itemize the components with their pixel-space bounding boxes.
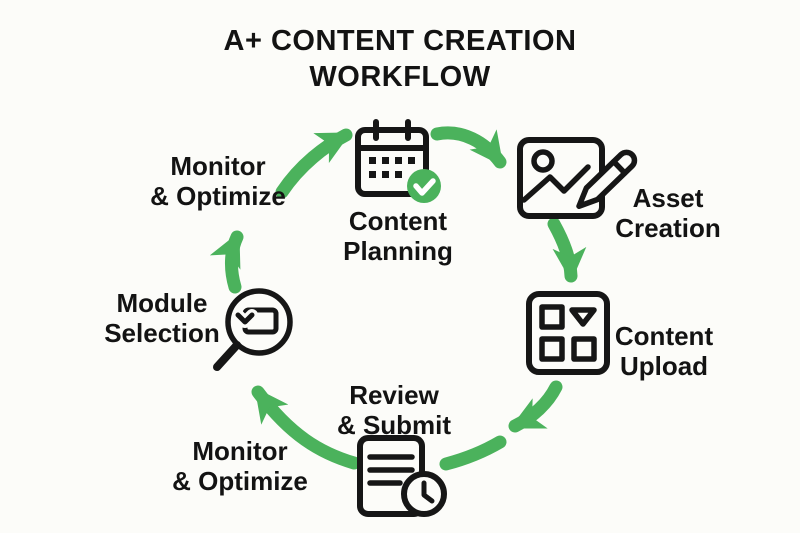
step-label-line: & Optimize (172, 465, 308, 496)
arrow-module-to-monitor-top (209, 230, 244, 294)
arrow-monitor-top-to-planning (275, 128, 353, 199)
page-title: A+ CONTENT CREATION WORKFLOW (0, 24, 800, 96)
calendar-check-icon (355, 119, 441, 203)
step-label-line: Asset (632, 183, 704, 213)
step-label-line: Review (349, 380, 439, 410)
arrow-monitor-bottom-to-module (251, 385, 361, 470)
image-pencil-icon (517, 137, 638, 219)
step-label-monitor-optimize-bottom: Monitor & Optimize (172, 436, 308, 497)
step-label-module-selection: Module Selection (104, 288, 220, 349)
arrow-planning-to-asset (430, 126, 507, 169)
check-badge (407, 169, 441, 203)
step-label-asset-creation: Asset Creation (615, 183, 721, 244)
document-clock-icon (357, 435, 447, 517)
modules-grid-icon (526, 291, 610, 375)
step-label-monitor-optimize-top: Monitor & Optimize (150, 151, 286, 212)
step-label-line: Content (348, 206, 448, 236)
step-label-line: Selection (104, 317, 220, 348)
magnifier-module-icon (213, 288, 293, 371)
step-label-line: Module (116, 288, 208, 318)
arrow-asset-to-upload (547, 217, 587, 283)
step-label-line: Content (614, 321, 714, 351)
step-label-line: Creation (615, 212, 721, 243)
step-label-line: & Optimize (150, 180, 286, 211)
arc-review-connector (439, 435, 507, 471)
step-label-review-submit: Review & Submit (336, 380, 452, 441)
step-label-line: Monitor (192, 436, 288, 466)
step-label-line: Monitor (170, 151, 266, 181)
chevron-down-icon (235, 312, 255, 325)
page-title-line2: WORKFLOW (309, 60, 491, 93)
page-title-line1: A+ CONTENT CREATION (223, 25, 577, 57)
step-label-content-planning: Content Planning (343, 206, 453, 267)
arrow-upload-to-review (508, 380, 563, 433)
step-label-line: Planning (343, 235, 453, 266)
step-label-line: Upload (619, 350, 709, 381)
check-mark (413, 178, 436, 196)
step-label-line: & Submit (336, 409, 452, 440)
step-label-content-upload: Content Upload (614, 321, 714, 382)
